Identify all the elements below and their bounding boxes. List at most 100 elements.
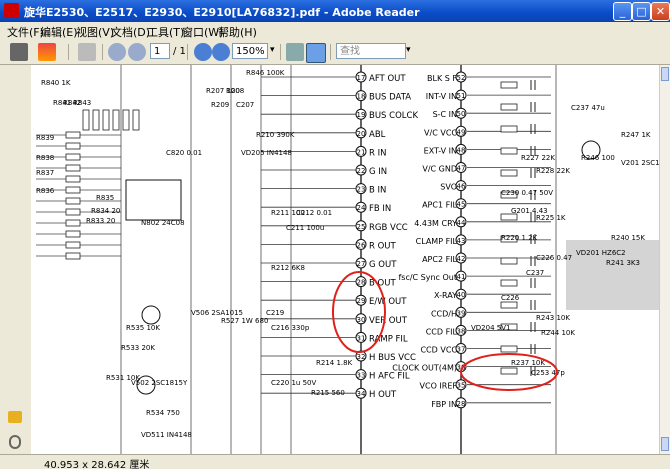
component-label: R846 100K: [246, 69, 285, 77]
pin-label-left: BUS DATA: [369, 93, 411, 103]
pin-number: 48: [457, 146, 466, 154]
component-label: R240 15K: [611, 234, 645, 242]
component-label: R225 1K: [536, 214, 566, 222]
scroll-up-arrow[interactable]: [661, 67, 669, 81]
close-button[interactable]: ✕: [651, 2, 670, 21]
component-label: R841: [53, 99, 71, 107]
pin-label-right: APC1 FIL: [422, 201, 457, 210]
component-label: C212 0.01: [296, 209, 332, 217]
zoom-dropdown-icon[interactable]: ▾: [270, 45, 275, 55]
resistor-symbol: [500, 323, 518, 331]
resistor-symbol: [65, 241, 81, 249]
zoom-out-icon[interactable]: [194, 43, 212, 61]
pin-number: 28: [357, 279, 366, 287]
menu-file[interactable]: 文件(F): [7, 26, 44, 39]
component-label: R210 390K: [256, 131, 295, 139]
component-label: R208: [226, 87, 244, 95]
pin-label-left: ABL: [369, 130, 386, 140]
pin-number: 24: [357, 204, 366, 212]
pin-number: 23: [357, 186, 366, 194]
print-icon[interactable]: [10, 43, 28, 61]
pin-label-right: CLAMP FIL: [416, 237, 458, 246]
menu-document[interactable]: 文档(D): [111, 26, 151, 39]
minimize-button[interactable]: _: [613, 2, 632, 21]
email-icon[interactable]: [78, 43, 96, 61]
component-label: R535 10K: [126, 324, 160, 332]
pin-number: 28: [457, 400, 466, 408]
pin-label-right: CCD/H: [431, 309, 457, 318]
comments-icon[interactable]: [8, 411, 22, 423]
pin-label-right: APC2 FIL: [422, 255, 457, 264]
fit-page-icon[interactable]: [286, 43, 304, 61]
resistor-symbol: [92, 109, 100, 131]
component-label: R840 1K: [41, 79, 71, 87]
attachments-icon[interactable]: [9, 435, 21, 449]
resistor-symbol: [65, 153, 81, 161]
pin-label-right: V/C VCC: [424, 128, 457, 137]
resistor-symbol: [500, 125, 518, 133]
pin-label-left: FB IN: [369, 204, 391, 214]
pin-label-left: BUS COLCK: [369, 111, 418, 121]
menu-tools[interactable]: 工具(T): [147, 26, 185, 39]
previous-page-icon[interactable]: [108, 43, 126, 61]
pin-number: 47: [457, 165, 466, 173]
search-input[interactable]: 查找: [336, 43, 406, 59]
pin-number: 30: [357, 316, 366, 324]
next-page-icon[interactable]: [128, 43, 146, 61]
component-label: C226: [501, 294, 520, 302]
menu-window[interactable]: 窗口(W): [182, 26, 224, 39]
resistor-symbol: [500, 213, 518, 221]
menu-view[interactable]: 视图(V): [76, 26, 115, 39]
toolbar: 1 / 1 150% ▾ 查找 ▾: [0, 40, 670, 65]
fit-width-icon[interactable]: [306, 43, 326, 63]
pin-label-right: CCD FIL: [426, 327, 458, 336]
adobe-reader-icon: [4, 3, 19, 18]
pin-number: 31: [357, 334, 366, 342]
pin-marker: [455, 71, 467, 83]
menu-help[interactable]: 帮助(H): [218, 26, 257, 39]
save-copy-icon[interactable]: [38, 43, 56, 61]
vertical-scrollbar[interactable]: [659, 65, 670, 454]
pin-label-right: CLOCK OUT(4M): [392, 364, 457, 373]
pin-label-right: S-C IN: [433, 110, 457, 119]
pin-label-left: AFT OUT: [369, 74, 406, 84]
page-number-input[interactable]: 1: [150, 43, 170, 59]
component-label: R241 3K3: [606, 259, 640, 267]
component-label: R842: [63, 99, 81, 107]
zoom-in-icon[interactable]: [212, 43, 230, 61]
pin-number: 50: [457, 110, 466, 118]
component-label: C230 0.47 50V: [501, 189, 553, 197]
pin-marker: [455, 162, 467, 173]
maximize-button[interactable]: □: [632, 2, 651, 21]
component-label: C216 330p: [271, 324, 310, 332]
component-label: C237: [526, 269, 544, 277]
window-title: 旋华E2530、E2517、E2930、E2910[LA76832].pdf -…: [24, 6, 420, 19]
component-label: R209: [211, 101, 229, 109]
pin-marker: [455, 343, 467, 354]
pin-number: 35: [457, 382, 466, 390]
pin-number: 19: [357, 111, 366, 119]
pin-number: 40: [457, 291, 466, 299]
pin-label-left: H AFC FIL: [369, 372, 410, 382]
pin-number: 21: [357, 148, 366, 156]
component-label: C219: [266, 309, 284, 317]
resistor-symbol: [500, 147, 518, 155]
pin-number: 51: [457, 92, 466, 100]
pin-label-left: RGB VCC: [369, 223, 408, 233]
pin-label-right: FBP IN: [431, 400, 457, 409]
resistor-symbol: [65, 175, 81, 183]
pin-label-right: EXT-V IN: [424, 146, 457, 155]
search-dropdown-icon[interactable]: ▾: [406, 45, 411, 55]
pin-marker: [455, 180, 467, 192]
component-label: C237 47u: [571, 104, 605, 112]
pin-label-left: G IN: [369, 167, 387, 177]
menu-edit[interactable]: 编辑(E): [40, 26, 78, 39]
zoom-select[interactable]: 150%: [232, 43, 268, 59]
resistor-symbol: [65, 219, 81, 227]
component-label: R834 20: [91, 207, 120, 215]
scroll-down-arrow[interactable]: [661, 437, 669, 451]
red-annotation-circle: [332, 271, 386, 353]
pin-label-right: INT-V IN: [426, 92, 457, 101]
